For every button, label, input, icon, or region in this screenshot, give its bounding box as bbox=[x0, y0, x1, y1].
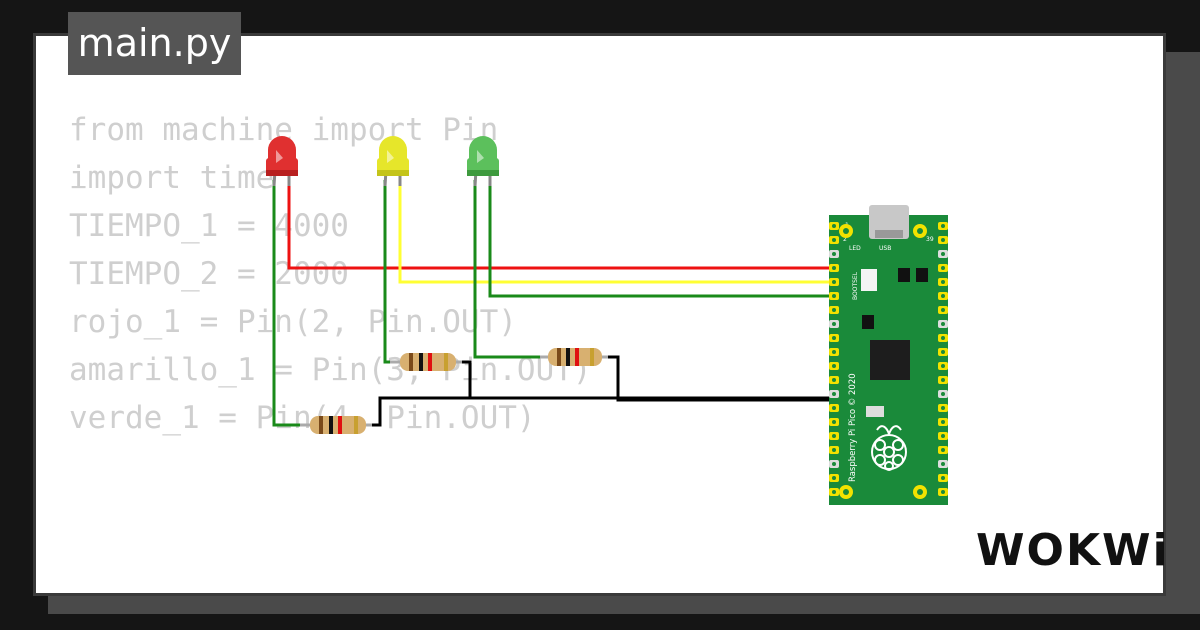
header-pin-hole bbox=[941, 280, 945, 284]
led-green bbox=[467, 136, 499, 187]
code-line: verde_1 = Pin(4, Pin.OUT) bbox=[69, 400, 536, 436]
wokwi-logo: WOKWi bbox=[976, 525, 1170, 576]
code-line: TIEMPO_2 = 2000 bbox=[69, 256, 349, 292]
board-name-label: Raspberry Pi Pico © 2020 bbox=[848, 373, 858, 482]
header-pin-hole bbox=[941, 336, 945, 340]
file-tab[interactable]: main.py bbox=[68, 12, 241, 75]
header-pin-hole bbox=[941, 308, 945, 312]
pico-board: 1 2 39 LED USB BOOTSEL Raspberry Pi Pico… bbox=[829, 205, 948, 505]
header-pin-hole bbox=[832, 378, 836, 382]
header-pin-hole bbox=[941, 434, 945, 438]
header-pin-hole bbox=[941, 224, 945, 228]
header-pin-hole bbox=[941, 476, 945, 480]
header-pin-hole bbox=[832, 364, 836, 368]
header-pin-hole bbox=[941, 378, 945, 382]
header-pin-hole bbox=[832, 224, 836, 228]
header-pin-hole bbox=[832, 420, 836, 424]
led-red bbox=[266, 136, 298, 187]
usb-label: USB bbox=[879, 245, 891, 252]
header-pin-hole bbox=[941, 406, 945, 410]
header-pin-hole bbox=[941, 350, 945, 354]
header-pin-hole bbox=[832, 280, 836, 284]
header-pin-hole bbox=[832, 476, 836, 480]
wire-red bbox=[287, 180, 838, 270]
pin2-label: 2 bbox=[843, 236, 847, 243]
bootsel-button bbox=[861, 269, 877, 291]
header-pin-hole bbox=[832, 336, 836, 340]
resistor-3 bbox=[540, 348, 608, 366]
header-pin-hole bbox=[941, 462, 945, 466]
pins-right bbox=[938, 222, 948, 496]
header-pin-hole bbox=[832, 392, 836, 396]
pin39-label: 39 bbox=[926, 236, 934, 243]
header-pin-hole bbox=[832, 308, 836, 312]
header-pin-hole bbox=[832, 266, 836, 270]
header-pin-hole bbox=[941, 448, 945, 452]
header-pin-hole bbox=[832, 462, 836, 466]
header-pin-hole bbox=[941, 252, 945, 256]
wire-yellow bbox=[398, 182, 838, 284]
raspberry-logo-icon bbox=[871, 425, 907, 471]
rp2040-chip bbox=[870, 340, 910, 380]
header-pin-hole bbox=[941, 364, 945, 368]
bootsel-label: BOOTSEL bbox=[852, 271, 859, 300]
code-line: TIEMPO_1 = 4000 bbox=[69, 208, 349, 244]
header-pin-hole bbox=[832, 406, 836, 410]
header-pin-hole bbox=[941, 322, 945, 326]
resistor-1 bbox=[300, 416, 372, 434]
wire-ground bbox=[365, 355, 838, 427]
header-pin-hole bbox=[941, 238, 945, 242]
pins-left bbox=[829, 222, 839, 496]
header-pin-hole bbox=[832, 448, 836, 452]
code-line: rojo_1 = Pin(2, Pin.OUT) bbox=[69, 304, 517, 340]
header-pin-hole bbox=[832, 252, 836, 256]
header-pin-hole bbox=[941, 294, 945, 298]
wire-led-cathodes bbox=[272, 180, 548, 427]
header-pin-hole bbox=[941, 490, 945, 494]
header-pin-hole bbox=[941, 420, 945, 424]
header-pin-hole bbox=[832, 434, 836, 438]
resistor-2 bbox=[390, 353, 462, 371]
header-pin-hole bbox=[832, 294, 836, 298]
header-pin-hole bbox=[941, 266, 945, 270]
led-label: LED bbox=[849, 245, 861, 252]
header-pin-hole bbox=[832, 350, 836, 354]
code-line: import time bbox=[69, 160, 275, 196]
wire-green bbox=[488, 182, 838, 298]
header-pin-hole bbox=[832, 238, 836, 242]
header-pin-hole bbox=[832, 490, 836, 494]
header-pin-hole bbox=[941, 392, 945, 396]
led-yellow bbox=[377, 136, 409, 187]
header-pin-hole bbox=[832, 322, 836, 326]
